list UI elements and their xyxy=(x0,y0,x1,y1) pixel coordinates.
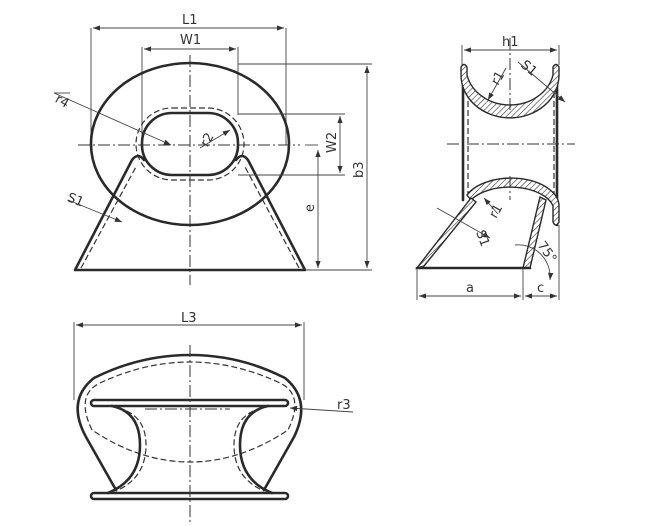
label-l1: L1 xyxy=(182,13,198,28)
label-a: a xyxy=(466,281,474,296)
label-s1-top: S1 xyxy=(517,58,539,80)
bottom-saddle xyxy=(466,177,560,226)
top-saddle xyxy=(460,63,560,119)
label-r1-bottom: r1 xyxy=(486,202,506,221)
label-r1-top: r1 xyxy=(488,69,508,88)
label-angle: 75° xyxy=(534,239,560,266)
label-s1: S1 xyxy=(65,190,86,210)
label-w2: W2 xyxy=(325,132,340,153)
label-e: e xyxy=(303,204,318,212)
label-r2: r2 xyxy=(198,130,218,149)
front-view: L1 W1 r4 r2 S1 W2 e xyxy=(52,13,372,285)
label-w1: W1 xyxy=(180,33,201,48)
side-view: h1 r1 S1 r1 S1 75° xyxy=(415,35,575,300)
label-r4: r4 xyxy=(52,92,71,112)
outer-bowl xyxy=(76,353,303,492)
label-b3: b3 xyxy=(352,161,367,178)
label-l3: L3 xyxy=(181,311,197,326)
base-stand xyxy=(73,154,307,272)
label-c: c xyxy=(537,281,544,296)
label-r3: r3 xyxy=(337,398,351,413)
top-view: L3 r3 xyxy=(73,311,354,522)
label-s1-bottom: S1 xyxy=(472,228,492,249)
